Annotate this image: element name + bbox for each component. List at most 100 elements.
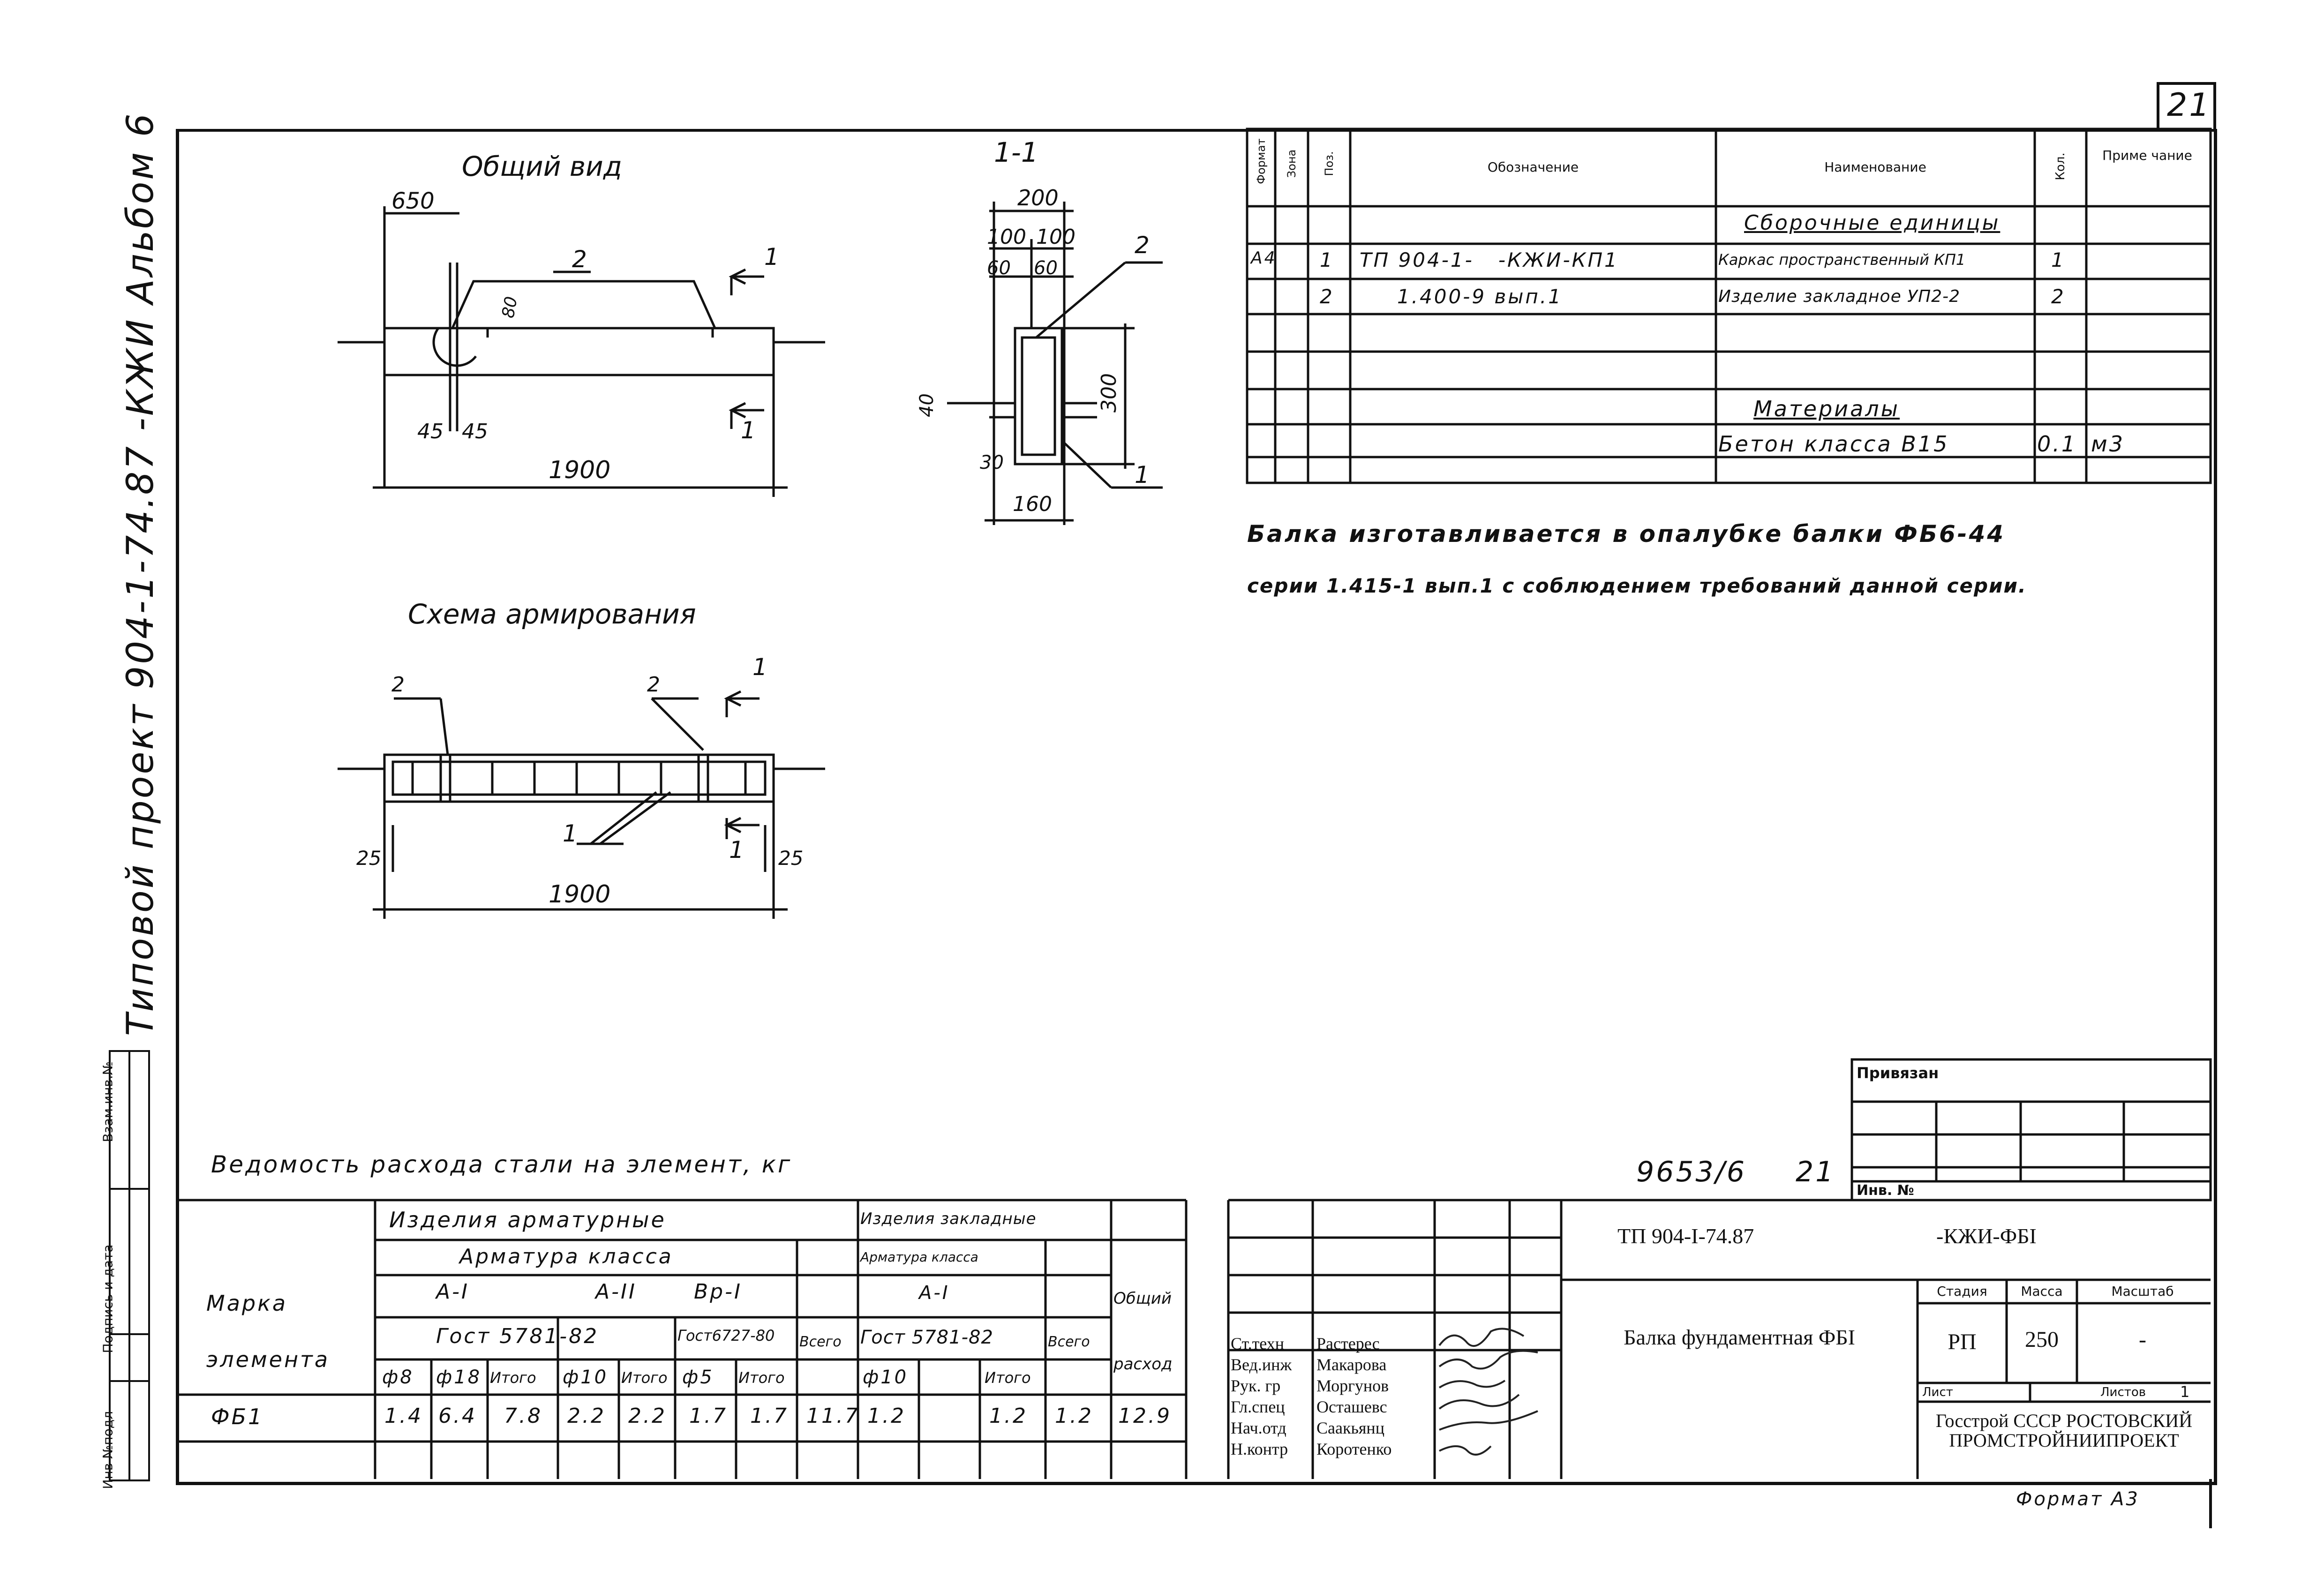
label-1-general-top: 1	[764, 243, 779, 270]
page-number-box	[2157, 82, 2216, 132]
steel-row-v11: 1.2	[989, 1404, 1028, 1428]
tb-sheets: 1	[2180, 1383, 2190, 1401]
spec-h-designation: Обозначение	[1487, 159, 1579, 175]
signature-5	[1439, 1410, 1538, 1431]
label-2-section: 2	[1135, 232, 1150, 259]
steel-h-overall: Общий расход	[1113, 1289, 1173, 1374]
reinf-title: Схема армирования	[408, 598, 696, 630]
tb-name-1: Растерес	[1316, 1334, 1380, 1353]
steel-sub-3: Итого	[490, 1369, 536, 1387]
note-line-2: серии 1.415-1 вып.1 с соблюдением требов…	[1247, 574, 2027, 597]
dim-160: 160	[1013, 492, 1052, 516]
steel-h-emb-a1: А-I	[919, 1282, 950, 1304]
tb-scale: -	[2139, 1327, 2146, 1352]
page-number: 21	[2167, 87, 2211, 124]
steel-h-a2: А-II	[595, 1280, 637, 1304]
signature-1	[1438, 1328, 1525, 1347]
steel-sub-4: ф10	[563, 1367, 609, 1388]
dim-45-a: 45	[417, 420, 444, 443]
spec-row2-des: 1.400-9 вып.1	[1397, 285, 1563, 308]
steel-h-emb-total: Всего	[1048, 1334, 1090, 1350]
spec-row1-des: ТП 904-1- -КЖИ-КП1	[1360, 248, 1619, 271]
dim-25-b: 25	[778, 847, 803, 870]
tb-sheet-h: Лист	[1922, 1385, 1953, 1399]
label-2-reinf-b: 2	[647, 673, 660, 697]
dim-60-b: 60	[1034, 257, 1058, 279]
tb-stage: РП	[1948, 1329, 1977, 1354]
section-title: 1-1	[994, 136, 1038, 168]
tb-name-6: Коротенко	[1316, 1440, 1392, 1458]
spec-mat-name: Бетон класса В15	[1718, 431, 1949, 457]
format-label: Формат А3	[2016, 1488, 2140, 1510]
spec-row2-pos: 2	[1320, 285, 1334, 308]
drawing-frame	[176, 129, 2217, 1485]
steel-h-total: Всего	[799, 1334, 842, 1350]
steel-h-emb-gost: Гост 5781-82	[860, 1327, 993, 1348]
tb-project: ТП 904-I-74.87	[1617, 1224, 1754, 1248]
steel-row-v7: 1.7	[750, 1404, 789, 1428]
steel-row-v3: 7.8	[504, 1404, 542, 1428]
steel-row-v4: 2.2	[567, 1404, 606, 1428]
tb-name-3: Моргунов	[1316, 1376, 1389, 1395]
dim-1900-a: 1900	[549, 456, 610, 484]
tb-sheets-h: Листов	[2100, 1385, 2146, 1399]
steel-row-v8: 11.7	[806, 1404, 860, 1428]
note-line-1: Балка изготавливается в опалубке балки Ф…	[1247, 520, 2006, 548]
steel-sub-8: ф10	[863, 1367, 909, 1388]
steel-row-v2: 6.4	[438, 1404, 477, 1428]
spec-row2-name: Изделие закладное УП2-2	[1718, 287, 1960, 306]
steel-sub-2: ф18	[436, 1367, 482, 1388]
tb-name-2: Макарова	[1316, 1355, 1387, 1374]
tb-role-6: Н.контр	[1231, 1440, 1288, 1458]
steel-row-v9: 1.2	[867, 1404, 906, 1428]
steel-mark-header: Марка элемента	[206, 1291, 330, 1372]
tb-item-name: Балка фундаментная ФБI	[1624, 1325, 1855, 1349]
dim-200: 200	[1017, 185, 1059, 210]
tb-mass: 250	[2025, 1327, 2059, 1352]
steel-sub-10: Итого	[985, 1369, 1031, 1387]
spec-mat-note: м3	[2091, 431, 2125, 457]
dim-25-a: 25	[356, 847, 381, 870]
spec-h-name: Наименование	[1824, 159, 1926, 175]
binding-inv: Инв. №	[1857, 1182, 1914, 1199]
label-2-general: 2	[572, 246, 587, 273]
steel-h-emb-class: Арматура класса	[860, 1249, 978, 1265]
spec-section-assembly: Сборочные единицы	[1744, 211, 2001, 235]
spec-row1-qty: 1	[2051, 248, 2066, 271]
tb-mass-h: Масса	[2021, 1284, 2063, 1299]
signature-6	[1439, 1445, 1492, 1456]
tb-scale-h: Масштаб	[2111, 1284, 2174, 1299]
dim-300: 300	[1097, 373, 1121, 413]
tb-role-5: Нач.отд	[1231, 1419, 1286, 1437]
signature-2	[1438, 1350, 1538, 1370]
steel-sub-1: ф8	[382, 1367, 414, 1388]
dim-60-a: 60	[987, 257, 1011, 279]
steel-row-v12: 1.2	[1055, 1404, 1093, 1428]
label-1-reinf-bot: 1	[729, 836, 744, 864]
steel-h-arm-class: Арматура класса	[459, 1245, 673, 1269]
steel-h-bp1: Вр-I	[694, 1280, 742, 1304]
tb-role-2: Вед.инж	[1231, 1355, 1292, 1374]
sheet-code: 9653/6	[1636, 1156, 1747, 1188]
dim-30: 30	[980, 452, 1004, 473]
steel-sub-5: Итого	[621, 1369, 668, 1387]
tb-role-3: Рук. гр	[1231, 1376, 1281, 1395]
dim-45-b: 45	[462, 420, 488, 443]
spec-row1-fmt: А4	[1251, 248, 1277, 268]
steel-row-v13: 12.9	[1118, 1404, 1172, 1428]
dim-650: 650	[391, 188, 435, 214]
steel-h-gost6727: Гост6727-80	[677, 1327, 775, 1344]
tb-name-4: Осташевс	[1316, 1397, 1387, 1416]
tb-name-5: Саакьянц	[1316, 1419, 1384, 1437]
dim-40: 40	[916, 393, 938, 417]
spec-row2-qty: 2	[2051, 285, 2066, 308]
tb-project-suffix: -КЖИ-ФБI	[1936, 1224, 2037, 1248]
dim-100-a: 100	[987, 225, 1026, 249]
sheet-no: 21	[1796, 1156, 1835, 1188]
dim-100-b: 100	[1036, 225, 1076, 249]
steel-h-gost5781: Гост 5781-82	[436, 1324, 599, 1348]
steel-caption: Ведомость расхода стали на элемент, кг	[211, 1151, 792, 1178]
spec-h-note: Приме чание	[2102, 148, 2192, 163]
label-1-section: 1	[1135, 461, 1150, 488]
spec-section-materials: Материалы	[1753, 396, 1900, 421]
